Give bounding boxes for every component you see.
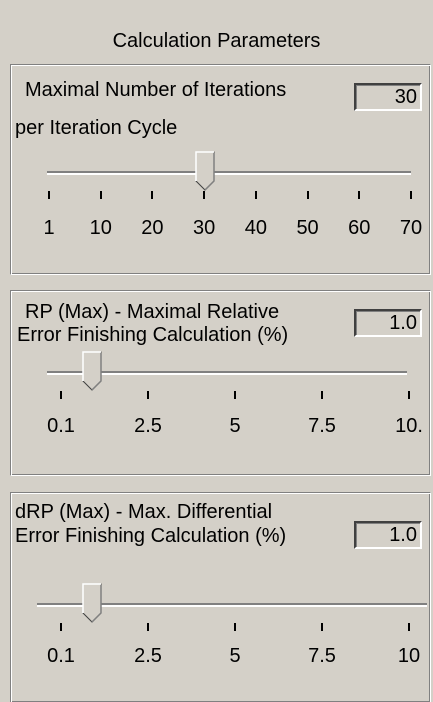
- drp-max-tick-mark: [321, 623, 323, 631]
- iterations-tick-mark: [306, 191, 309, 199]
- iterations-tick-mark: [48, 191, 50, 199]
- iterations-value-field[interactable]: 30: [354, 83, 422, 111]
- drp-max-tick-mark: [60, 623, 62, 631]
- iterations-tick-mark: [358, 191, 361, 199]
- rp-max-tick-label: 5: [229, 415, 241, 437]
- iterations-tick-mark: [254, 191, 257, 199]
- iterations-tick-mark: [99, 191, 102, 199]
- iterations-tick-mark: [203, 191, 206, 199]
- iterations-tick-label: 40: [244, 217, 267, 239]
- iterations-slider-track[interactable]: [47, 171, 411, 175]
- iterations-tick-label: 70: [399, 217, 423, 239]
- drp-max-group: dRP (Max) - Max. Differential Error Fini…: [10, 492, 431, 702]
- iterations-tick-label: 30: [193, 217, 216, 239]
- drp-max-slider-thumb[interactable]: [82, 583, 103, 623]
- iterations-tick-label: 20: [141, 217, 164, 239]
- drp-max-tick-label: 10: [397, 645, 421, 667]
- iterations-tick-label: 10: [89, 217, 112, 239]
- iterations-label-line2: per Iteration Cycle: [15, 117, 178, 139]
- rp-max-tick-mark: [321, 391, 323, 399]
- rp-max-tick-mark: [147, 391, 149, 399]
- iterations-tick-label: 50: [296, 217, 319, 239]
- iterations-tick-mark: [151, 191, 154, 199]
- drp-max-tick-label: 5: [229, 645, 241, 667]
- rp-max-slider-track[interactable]: [47, 371, 407, 375]
- iterations-slider-thumb[interactable]: [194, 151, 215, 191]
- drp-max-tick-label: 2.5: [134, 645, 162, 667]
- drp-max-tick-mark: [408, 623, 410, 631]
- drp-max-tick-mark: [234, 623, 236, 631]
- iterations-tick-label: 1: [43, 217, 55, 239]
- rp-max-tick-label: 2.5: [134, 415, 162, 437]
- iterations-group: Maximal Number of Iterations per Iterati…: [10, 64, 431, 275]
- rp-max-slider-thumb[interactable]: [82, 351, 103, 391]
- rp-max-tick-label: 0.1: [47, 415, 75, 437]
- iterations-tick-mark: [410, 191, 412, 199]
- rp-max-tick-label: 10.: [395, 415, 423, 437]
- drp-max-label-line2: Error Finishing Calculation (%): [15, 525, 287, 547]
- rp-max-tick-mark: [234, 391, 236, 399]
- rp-max-group: RP (Max) - Maximal Relative Error Finish…: [10, 290, 431, 476]
- iterations-tick-label: 60: [348, 217, 371, 239]
- drp-max-tick-mark: [147, 623, 149, 631]
- drp-max-value-field[interactable]: 1.0: [354, 521, 422, 549]
- panel-title: Calculation Parameters: [112, 30, 321, 52]
- drp-max-tick-label: 0.1: [47, 645, 75, 667]
- rp-max-label-line1: RP (Max) - Maximal Relative: [25, 301, 280, 323]
- rp-max-tick-mark: [408, 391, 410, 399]
- rp-max-tick-label: 7.5: [308, 415, 336, 437]
- drp-max-slider-track[interactable]: [37, 603, 427, 607]
- iterations-label-line1: Maximal Number of Iterations: [25, 79, 287, 101]
- rp-max-value-field[interactable]: 1.0: [354, 309, 422, 337]
- rp-max-tick-mark: [60, 391, 62, 399]
- drp-max-tick-label: 7.5: [308, 645, 336, 667]
- rp-max-label-line2: Error Finishing Calculation (%): [17, 324, 289, 346]
- drp-max-label-line1: dRP (Max) - Max. Differential: [15, 501, 273, 523]
